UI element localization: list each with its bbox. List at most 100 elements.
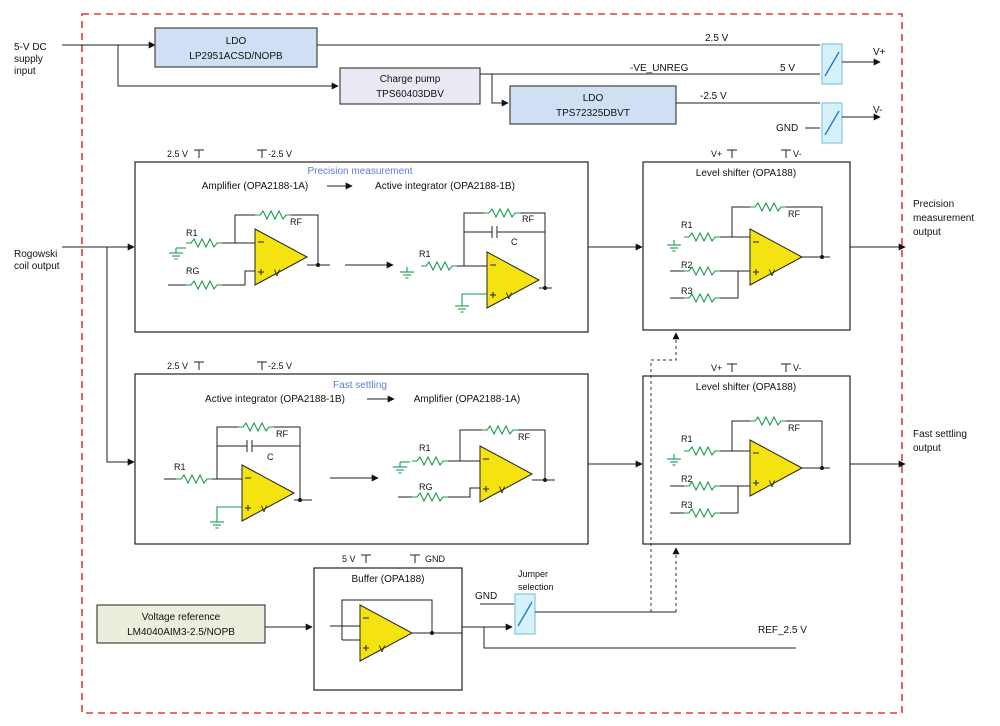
- rail-5v-label: 5 V: [780, 63, 795, 74]
- svg-text:R1: R1: [186, 228, 198, 238]
- svg-text:V: V: [261, 504, 267, 514]
- svg-text:C: C: [511, 237, 518, 247]
- svg-text:measurement: measurement: [913, 213, 974, 224]
- fast-stage1-label: Active integrator (OPA2188-1B): [205, 394, 345, 405]
- svg-text:selection: selection: [518, 582, 554, 592]
- vplus-switch: [821, 43, 843, 85]
- svg-text:output: output: [913, 227, 941, 238]
- svg-text:C: C: [267, 452, 274, 462]
- svg-text:V: V: [769, 268, 775, 278]
- svg-text:RF: RF: [290, 217, 302, 227]
- level-shifter-rails-top: V+ V-: [711, 149, 802, 159]
- precision-integrator-circuit: R1 RF C V: [399, 208, 552, 313]
- ref-2v5-label: REF_2.5 V: [758, 625, 807, 636]
- dc-supply-input-label: 5-V DC supply input: [14, 42, 47, 77]
- charge-pump-block: Charge pump TPS60403DBV: [339, 67, 481, 105]
- svg-text:R1: R1: [419, 249, 431, 259]
- svg-text:RG: RG: [186, 266, 200, 276]
- precision-stage1-label: Amplifier (OPA2188-1A): [202, 181, 309, 192]
- svg-text:LDO: LDO: [583, 93, 604, 104]
- level-shifter-rails-bottom: V+ V-: [711, 363, 802, 373]
- jumper-gnd-label: GND: [475, 591, 497, 602]
- svg-text:R2: R2: [681, 474, 693, 484]
- svg-text:input: input: [14, 66, 36, 77]
- svg-text:R2: R2: [681, 260, 693, 270]
- rail-neg2v5-label: -2.5 V: [700, 91, 727, 102]
- svg-text:-2.5 V: -2.5 V: [268, 361, 292, 371]
- svg-text:Charge pump: Charge pump: [380, 74, 441, 85]
- svg-text:V: V: [506, 291, 512, 301]
- svg-text:V: V: [769, 479, 775, 489]
- svg-text:LDO: LDO: [226, 36, 247, 47]
- vplus-output-label: V+: [873, 47, 886, 58]
- buffer-rails: 5 V GND: [342, 554, 446, 564]
- svg-text:V+: V+: [711, 149, 722, 159]
- svg-text:R1: R1: [419, 443, 431, 453]
- svg-text:LM4040AIM3-2.5/NOPB: LM4040AIM3-2.5/NOPB: [127, 627, 235, 638]
- svg-text:Rogowski: Rogowski: [14, 249, 57, 260]
- svg-text:Fast settling: Fast settling: [913, 429, 967, 440]
- fast-settling-block: [134, 373, 589, 545]
- svg-text:Precision: Precision: [913, 199, 954, 210]
- level-shifter-bottom-block: [642, 375, 851, 545]
- buffer-circuit: V: [330, 599, 462, 662]
- precision-section-title: Precision measurement: [307, 166, 412, 177]
- board-frame: [81, 13, 903, 714]
- fast-settling-output-label: Fast settling output: [913, 429, 967, 454]
- svg-text:V: V: [379, 644, 385, 654]
- svg-text:GND: GND: [425, 554, 446, 564]
- vminus-output-label: V-: [873, 105, 882, 116]
- svg-text:Voltage reference: Voltage reference: [142, 612, 221, 623]
- precision-stage2-label: Active integrator (OPA2188-1B): [375, 181, 515, 192]
- rail-2v5-label: 2.5 V: [705, 33, 729, 44]
- svg-text:LP2951ACSD/NOPB: LP2951ACSD/NOPB: [189, 51, 283, 62]
- svg-text:5-V DC: 5-V DC: [14, 42, 47, 53]
- svg-text:2.5 V: 2.5 V: [167, 149, 188, 159]
- fast-integrator-circuit: R1 RF C V: [164, 422, 312, 529]
- jumper-switch: [514, 593, 536, 635]
- fast-section-title: Fast settling: [333, 380, 387, 391]
- svg-text:RF: RF: [522, 214, 534, 224]
- precision-output-label: Precision measurement output: [913, 199, 974, 238]
- svg-text:RF: RF: [276, 429, 288, 439]
- buffer-title: Buffer (OPA188): [352, 574, 425, 585]
- level-shifter-bottom-circuit: R1 RF R2 R3 V: [666, 416, 830, 518]
- precision-measurement-block: [134, 161, 589, 333]
- svg-text:supply: supply: [14, 54, 43, 65]
- svg-text:RF: RF: [788, 423, 800, 433]
- level-shifter-top-title: Level shifter (OPA188): [696, 168, 796, 179]
- svg-text:TPS60403DBV: TPS60403DBV: [376, 89, 444, 100]
- level-shifter-top-block: [642, 161, 851, 331]
- reference-dashed-line-top: [650, 332, 680, 612]
- svg-text:2.5 V: 2.5 V: [167, 361, 188, 371]
- vref-block: Voltage reference LM4040AIM3-2.5/NOPB: [96, 604, 266, 644]
- fast-amplifier-circuit: R1 RF RG V: [392, 425, 555, 503]
- gnd-label-power: GND: [776, 123, 798, 134]
- precision-amplifier-circuit: R1 RF RG V: [168, 210, 330, 290]
- svg-text:R1: R1: [174, 462, 186, 472]
- svg-text:R3: R3: [681, 500, 693, 510]
- svg-text:V: V: [499, 485, 505, 495]
- ve-unreg-label: -VE_UNREG: [630, 63, 689, 74]
- ldo-tps72325-block: LDO TPS72325DBVT: [509, 85, 677, 125]
- precision-rails: 2.5 V -2.5 V: [167, 149, 292, 159]
- jumper-label: Jumper selection: [518, 569, 554, 592]
- svg-text:5 V: 5 V: [342, 554, 356, 564]
- svg-text:Jumper: Jumper: [518, 569, 548, 579]
- level-shifter-top-circuit: R1 RF R2 R3 V: [666, 202, 830, 303]
- fast-rails: 2.5 V -2.5 V: [167, 361, 292, 371]
- ldo-lp2951-block: LDO LP2951ACSD/NOPB: [154, 27, 318, 68]
- svg-text:V+: V+: [711, 363, 722, 373]
- svg-text:V: V: [274, 268, 280, 278]
- svg-text:RG: RG: [419, 482, 433, 492]
- level-shifter-bottom-title: Level shifter (OPA188): [696, 382, 796, 393]
- rogowski-input-label: Rogowski coil output: [14, 249, 60, 272]
- svg-text:R1: R1: [681, 434, 693, 444]
- svg-text:R1: R1: [681, 220, 693, 230]
- vminus-switch: [821, 102, 843, 144]
- svg-text:RF: RF: [518, 432, 530, 442]
- svg-text:RF: RF: [788, 209, 800, 219]
- fast-stage2-label: Amplifier (OPA2188-1A): [414, 394, 521, 405]
- svg-text:output: output: [913, 443, 941, 454]
